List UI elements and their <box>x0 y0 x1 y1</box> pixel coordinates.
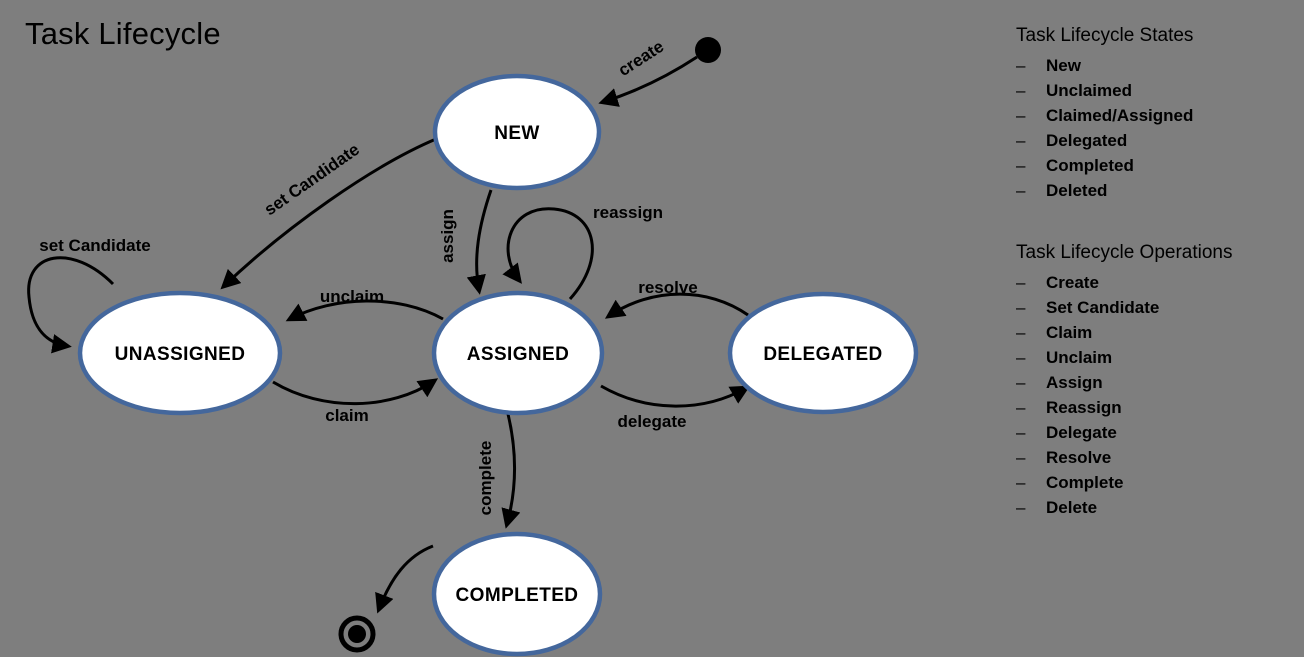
state-unassigned <box>77 290 283 416</box>
list-item-label: Completed <box>1046 156 1134 175</box>
list-item-label: Deleted <box>1046 181 1108 200</box>
list-item: – Resolve <box>1016 445 1296 470</box>
dash-bullet: – <box>1016 323 1026 342</box>
list-item-label: Create <box>1046 273 1099 292</box>
list-item-label: Assign <box>1046 373 1103 392</box>
edge-set-candidate-main <box>220 137 437 290</box>
edge-create-label: create <box>615 37 667 80</box>
state-completed <box>431 531 603 657</box>
dash-bullet: – <box>1016 373 1026 392</box>
edge-delegate <box>600 384 751 408</box>
edge-resolve-label: resolve <box>638 278 698 297</box>
edge-assign <box>466 189 493 295</box>
edge-set-candidate-main-label: set Candidate <box>261 140 363 220</box>
dash-bullet: – <box>1016 398 1026 417</box>
list-item: – Completed <box>1016 153 1296 178</box>
list-item-label: Claim <box>1046 323 1093 342</box>
final-state-ring <box>338 615 376 653</box>
edge-unclaim-label: unclaim <box>320 287 384 306</box>
list-item-label: Unclaimed <box>1046 81 1132 100</box>
list-item: – Create <box>1016 270 1296 295</box>
edge-to-final <box>375 544 434 614</box>
states-legend-heading: Task Lifecycle States <box>1016 25 1194 46</box>
list-item-label: New <box>1046 56 1081 75</box>
list-item-label: Delete <box>1046 498 1098 517</box>
edge-unclaim <box>285 299 444 322</box>
dash-bullet: – <box>1016 423 1026 442</box>
final-state-dot <box>348 625 366 643</box>
list-item-label: Resolve <box>1046 448 1112 467</box>
dash-bullet: – <box>1016 273 1026 292</box>
edge-delegate-label: delegate <box>618 412 687 431</box>
list-item-label: Reassign <box>1046 398 1122 417</box>
list-item: – Claimed/Assigned <box>1016 103 1296 128</box>
list-item: – Complete <box>1016 470 1296 495</box>
dash-bullet: – <box>1016 498 1026 517</box>
dash-bullet: – <box>1016 348 1026 367</box>
state-delegated <box>727 291 919 415</box>
list-item-label: Complete <box>1046 473 1124 492</box>
state-new <box>432 73 602 191</box>
state-new-label: NEW <box>494 123 540 144</box>
list-item: – Set Candidate <box>1016 295 1296 320</box>
edge-create <box>598 55 698 107</box>
state-assigned-label: ASSIGNED <box>467 344 569 365</box>
list-item-label: Claimed/Assigned <box>1046 106 1194 125</box>
edge-reassign-loop <box>502 207 594 301</box>
operations-legend-heading: Task Lifecycle Operations <box>1016 242 1233 263</box>
list-item: – New <box>1016 53 1296 78</box>
state-delegated-label: DELEGATED <box>763 344 882 365</box>
list-item-label: Delegate <box>1046 423 1117 442</box>
edge-claim-label: claim <box>325 406 368 425</box>
edge-complete <box>501 413 521 529</box>
list-item: – Delegated <box>1016 128 1296 153</box>
dash-bullet: – <box>1016 131 1026 150</box>
list-item: – Delete <box>1016 495 1296 520</box>
edge-set-candidate-loop-label: set Candidate <box>39 236 150 255</box>
edge-reassign-label: reassign <box>593 203 663 222</box>
edge-assign-label: assign <box>438 209 457 263</box>
dash-bullet: – <box>1016 81 1026 100</box>
dash-bullet: – <box>1016 56 1026 75</box>
edge-claim <box>272 378 439 406</box>
dash-bullet: – <box>1016 448 1026 467</box>
dash-bullet: – <box>1016 181 1026 200</box>
legend-panel: Task Lifecycle States – New – Unclaimed … <box>1016 24 1296 520</box>
state-completed-label: COMPLETED <box>456 585 579 606</box>
edge-complete-label: complete <box>476 441 495 516</box>
list-item: – Assign <box>1016 370 1296 395</box>
list-item: – Deleted <box>1016 178 1296 203</box>
dash-bullet: – <box>1016 156 1026 175</box>
list-item: – Unclaim <box>1016 345 1296 370</box>
dash-bullet: – <box>1016 106 1026 125</box>
initial-state-dot <box>695 37 721 63</box>
edge-resolve <box>604 292 749 319</box>
state-unassigned-label: UNASSIGNED <box>115 344 246 365</box>
list-item: – Claim <box>1016 320 1296 345</box>
list-item-label: Set Candidate <box>1046 298 1160 317</box>
list-item: – Unclaimed <box>1016 78 1296 103</box>
dash-bullet: – <box>1016 298 1026 317</box>
page-title: Task Lifecycle <box>25 16 221 51</box>
state-assigned <box>431 290 605 416</box>
list-item-label: Delegated <box>1046 131 1128 150</box>
list-item-label: Unclaim <box>1046 348 1113 367</box>
list-item: – Reassign <box>1016 395 1296 420</box>
list-item: – Delegate <box>1016 420 1296 445</box>
edge-set-candidate-loop <box>27 256 115 354</box>
dash-bullet: – <box>1016 473 1026 492</box>
